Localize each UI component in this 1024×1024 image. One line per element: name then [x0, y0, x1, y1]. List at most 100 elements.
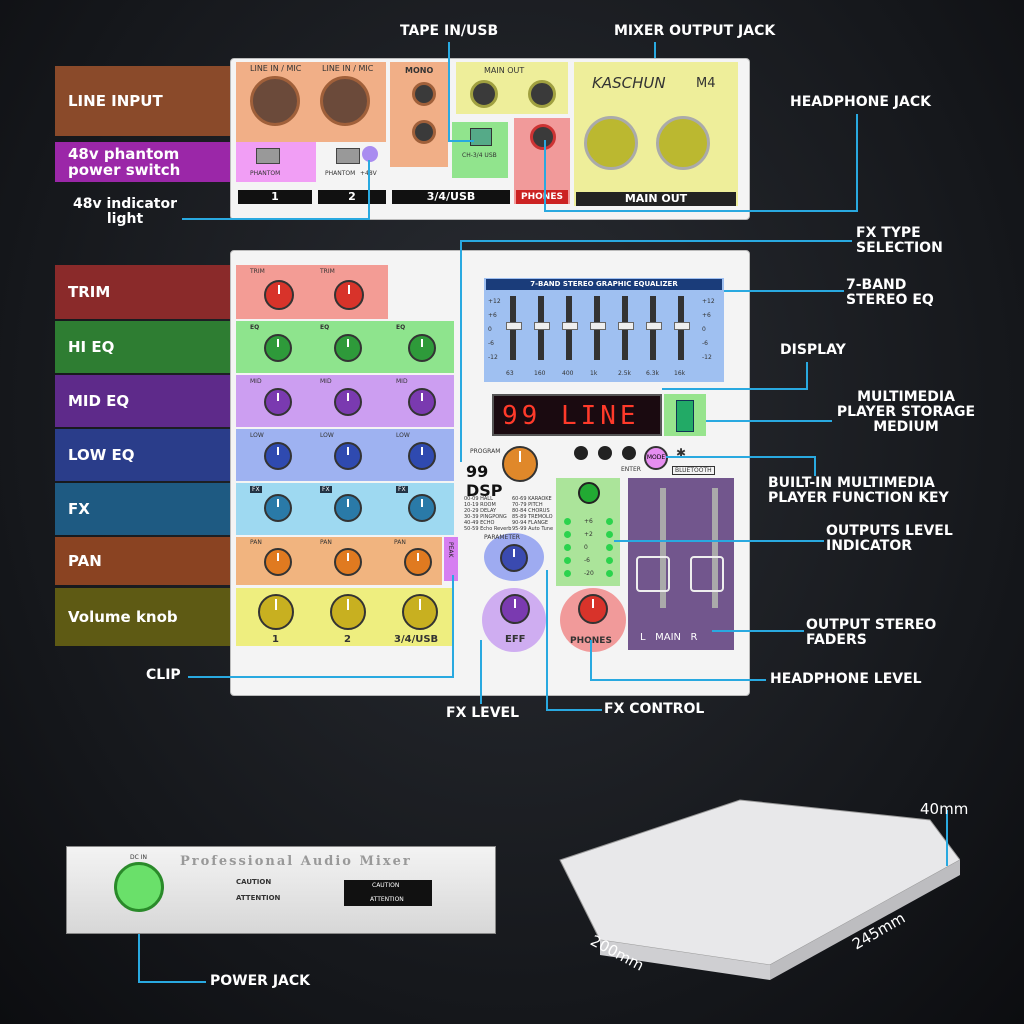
trim-knob-1[interactable]	[264, 280, 294, 310]
volume-knob-1[interactable]	[258, 594, 294, 630]
callout-fx-level: FX LEVEL	[446, 705, 520, 721]
phantom-led	[362, 146, 378, 162]
mono-jack-3[interactable]	[412, 82, 436, 106]
leader-hp-jack-v	[856, 114, 858, 212]
leader-hp-jack-h	[544, 210, 858, 212]
phantom-label-2: PHANTOM	[325, 170, 356, 177]
power-jack[interactable]	[114, 862, 164, 912]
fx-label-1: FX	[250, 486, 262, 493]
eq-scale-label: -12	[702, 354, 712, 361]
prev-button[interactable]	[574, 446, 588, 460]
fx-knob-2[interactable]	[334, 494, 362, 522]
fx-knob-3[interactable]	[408, 494, 436, 522]
callout-display: DISPLAY	[780, 342, 846, 358]
mid-label-2: MID	[320, 378, 332, 385]
trim-knob-2[interactable]	[334, 280, 364, 310]
mode-button[interactable]: MODE	[644, 446, 668, 470]
phantom-switch-2[interactable]	[336, 148, 360, 164]
eq-fader-cap[interactable]	[674, 322, 690, 330]
channel-34-tag: 3/4/USB	[392, 190, 510, 204]
ch34usb-label: CH-3/4 USB	[462, 152, 497, 159]
rca-out-r[interactable]	[528, 80, 556, 108]
label-hi-eq: HI EQ	[55, 321, 230, 373]
phantom-switch-1[interactable]	[256, 148, 280, 164]
level-led	[606, 570, 613, 577]
fx-list-item: 95-99 Auto Tune	[512, 526, 554, 532]
low-eq-knob-1[interactable]	[264, 442, 292, 470]
eq-scale-label: +12	[488, 298, 501, 305]
mono-jack-4[interactable]	[412, 120, 436, 144]
level-led	[606, 518, 613, 525]
xlr-out-r[interactable]	[656, 116, 710, 170]
volume-knob-2[interactable]	[330, 594, 366, 630]
warning-sticker	[344, 880, 432, 906]
eq-fader-cap[interactable]	[646, 322, 662, 330]
eq-fader-cap[interactable]	[562, 322, 578, 330]
eq-fader-cap[interactable]	[618, 322, 634, 330]
hi-eq-knob-1[interactable]	[264, 334, 292, 362]
play-button[interactable]	[622, 446, 636, 460]
dim-40-label: 40mm	[920, 800, 969, 818]
fx-label-3: FX	[396, 486, 408, 493]
parameter-knob[interactable]	[500, 544, 528, 572]
usb-port[interactable]	[676, 400, 694, 432]
xlr-out-l[interactable]	[584, 116, 638, 170]
mid-eq-knob-2[interactable]	[334, 388, 362, 416]
eq-freq-label: 1k	[590, 370, 598, 377]
peak-clip-label: PEAK	[447, 542, 454, 558]
eff-knob[interactable]	[500, 594, 530, 624]
volume-knob-3[interactable]	[402, 594, 438, 630]
hi-eq-knob-2[interactable]	[334, 334, 362, 362]
callout-fx-control: FX CONTROL	[604, 701, 705, 717]
label-trim: TRIM	[55, 265, 230, 319]
mid-eq-knob-1[interactable]	[264, 388, 292, 416]
low-eq-knob-3[interactable]	[408, 442, 436, 470]
next-button[interactable]	[598, 446, 612, 460]
phones-jack[interactable]	[530, 124, 556, 150]
eq-fader-cap[interactable]	[534, 322, 550, 330]
program-knob[interactable]	[502, 446, 538, 482]
power-button[interactable]	[578, 482, 600, 504]
phones-label: PHONES	[516, 190, 568, 204]
angled-mixer-view	[559, 799, 960, 980]
leader-storage	[706, 420, 832, 422]
level-mark: +6	[584, 518, 593, 525]
pan-knob-2[interactable]	[334, 548, 362, 576]
leader-48v	[182, 218, 370, 220]
mono-label: MONO	[405, 66, 434, 75]
eq-fader-cap[interactable]	[506, 322, 522, 330]
fx-knob-1[interactable]	[264, 494, 292, 522]
dim-40-line	[946, 810, 948, 866]
eq-fader-cap[interactable]	[590, 322, 606, 330]
leader-clip-v	[452, 575, 454, 678]
fx-list-item: 00-09 HALL	[464, 496, 493, 502]
caution-label-sticker: CAUTION	[372, 882, 400, 889]
mid-eq-knob-3[interactable]	[408, 388, 436, 416]
channel-1-tag: 1	[238, 190, 312, 204]
main-fader-l-cap[interactable]	[636, 556, 670, 592]
leader-player-h	[666, 456, 816, 458]
pan-knob-1[interactable]	[264, 548, 292, 576]
label-phantom-switch: 48v phantom power switch	[55, 142, 230, 182]
low-eq-knob-2[interactable]	[334, 442, 362, 470]
phantom-label-1: PHANTOM	[250, 170, 281, 177]
eq-freq-label: 160	[534, 370, 546, 377]
volume-num-3: 3/4/USB	[394, 634, 439, 645]
combo-jack-2[interactable]	[320, 76, 370, 126]
main-fader-r-cap[interactable]	[690, 556, 724, 592]
combo-jack-1[interactable]	[250, 76, 300, 126]
callout-eq7: 7-BAND STEREO EQ	[846, 277, 934, 308]
eq-scale-label: 0	[702, 326, 706, 333]
leader-fx-level	[480, 640, 482, 704]
hi-eq-knob-3[interactable]	[408, 334, 436, 362]
pan-knob-3[interactable]	[404, 548, 432, 576]
fx-list-item: 40-49 ECHO	[464, 520, 495, 526]
fx-list-item: 90-94 FLANGE	[512, 520, 549, 526]
callout-faders: OUTPUT STEREO FADERS	[806, 617, 937, 648]
eq-scale-label: +6	[488, 312, 497, 319]
eq-scale-label: -12	[488, 354, 498, 361]
tape-usb-switch[interactable]	[470, 128, 492, 146]
leader-fx-control-h	[546, 709, 602, 711]
phones-level-knob[interactable]	[578, 594, 608, 624]
rca-out-l[interactable]	[470, 80, 498, 108]
